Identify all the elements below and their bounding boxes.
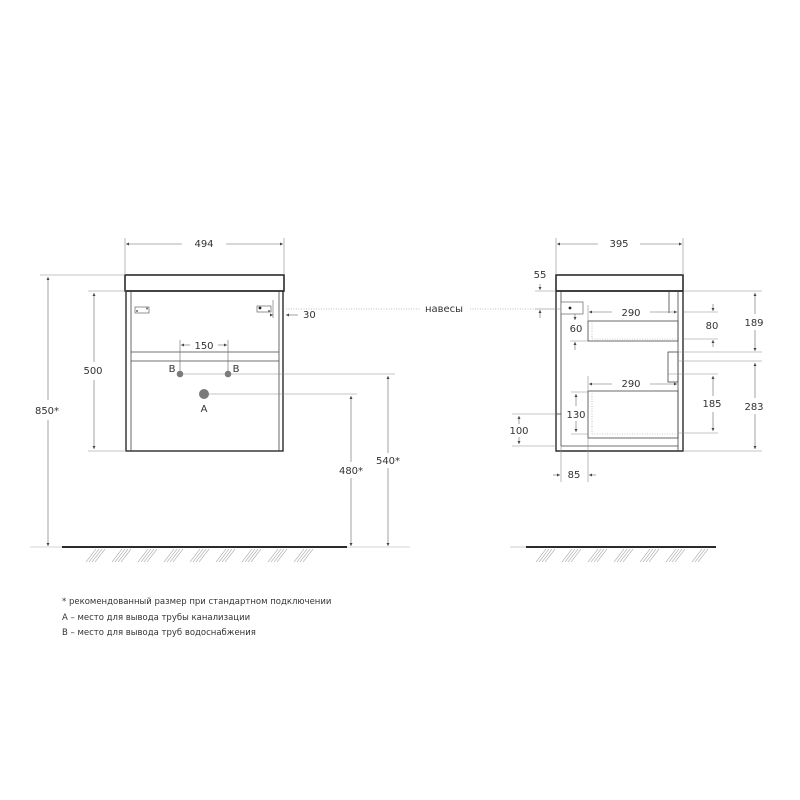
note-point-b: В – место для вывода труб водоснабжения — [62, 628, 256, 638]
side-cabinet-body — [555, 290, 684, 452]
cutout-depth-dimension: 85 — [568, 470, 581, 481]
lower-section-dimension: 283 — [744, 402, 763, 413]
point-a-label: A — [201, 404, 208, 415]
note-recommended: * рекомендованный размер при стандартном… — [62, 597, 332, 607]
side-depth-dimension: 395 — [609, 239, 628, 250]
front-cabinet-body — [125, 290, 284, 452]
point-b-right-label: B — [233, 364, 240, 375]
top-thickness-dimension: 55 — [534, 270, 547, 281]
cutout-height-dimension: 100 — [509, 426, 528, 437]
lower-drawer-inner-dimension: 130 — [566, 410, 585, 421]
floor-hatch-side — [535, 548, 709, 563]
body-height-dimension: 500 — [83, 366, 102, 377]
upper-drawer-height-dimension: 80 — [706, 321, 719, 332]
lower-drawer — [587, 390, 679, 439]
legend-notes: * рекомендованный размер при стандартном… — [62, 595, 331, 642]
drain-pipe-point-icon — [199, 389, 209, 399]
point-b-left-label: B — [169, 364, 176, 375]
side-countertop — [555, 274, 684, 292]
front-countertop — [124, 274, 285, 292]
drain-height-dimension: 480* — [339, 466, 363, 477]
upper-drawer — [587, 320, 679, 342]
lower-drawer-depth-dimension: 290 — [621, 379, 640, 390]
hanger-left-icon — [134, 306, 150, 314]
side-view: 395 55 60 290 80 189 283 — [509, 238, 764, 563]
pipe-spacing-dimension: 150 — [194, 341, 213, 352]
lower-drawer-height-dimension: 185 — [702, 399, 721, 410]
hanger-side-icon — [560, 301, 584, 315]
upper-drawer-depth-dimension: 290 — [621, 308, 640, 319]
wall-offset-dimension: 30 — [303, 310, 316, 321]
front-width-dimension: 494 — [194, 239, 213, 250]
note-point-a: А – место для вывода трубы канализации — [62, 612, 251, 623]
hanger-label: навесы — [425, 304, 463, 315]
floor-hatch-front — [85, 548, 314, 563]
upper-section-dimension: 189 — [744, 318, 763, 329]
hanger-offset-dimension: 60 — [570, 324, 583, 335]
water-height-dimension: 540* — [376, 456, 400, 467]
front-view: 494 850* 500 30 навесы 150 B B — [30, 238, 556, 563]
hanger-right-icon — [256, 305, 272, 313]
total-height-dimension: 850* — [35, 406, 59, 417]
